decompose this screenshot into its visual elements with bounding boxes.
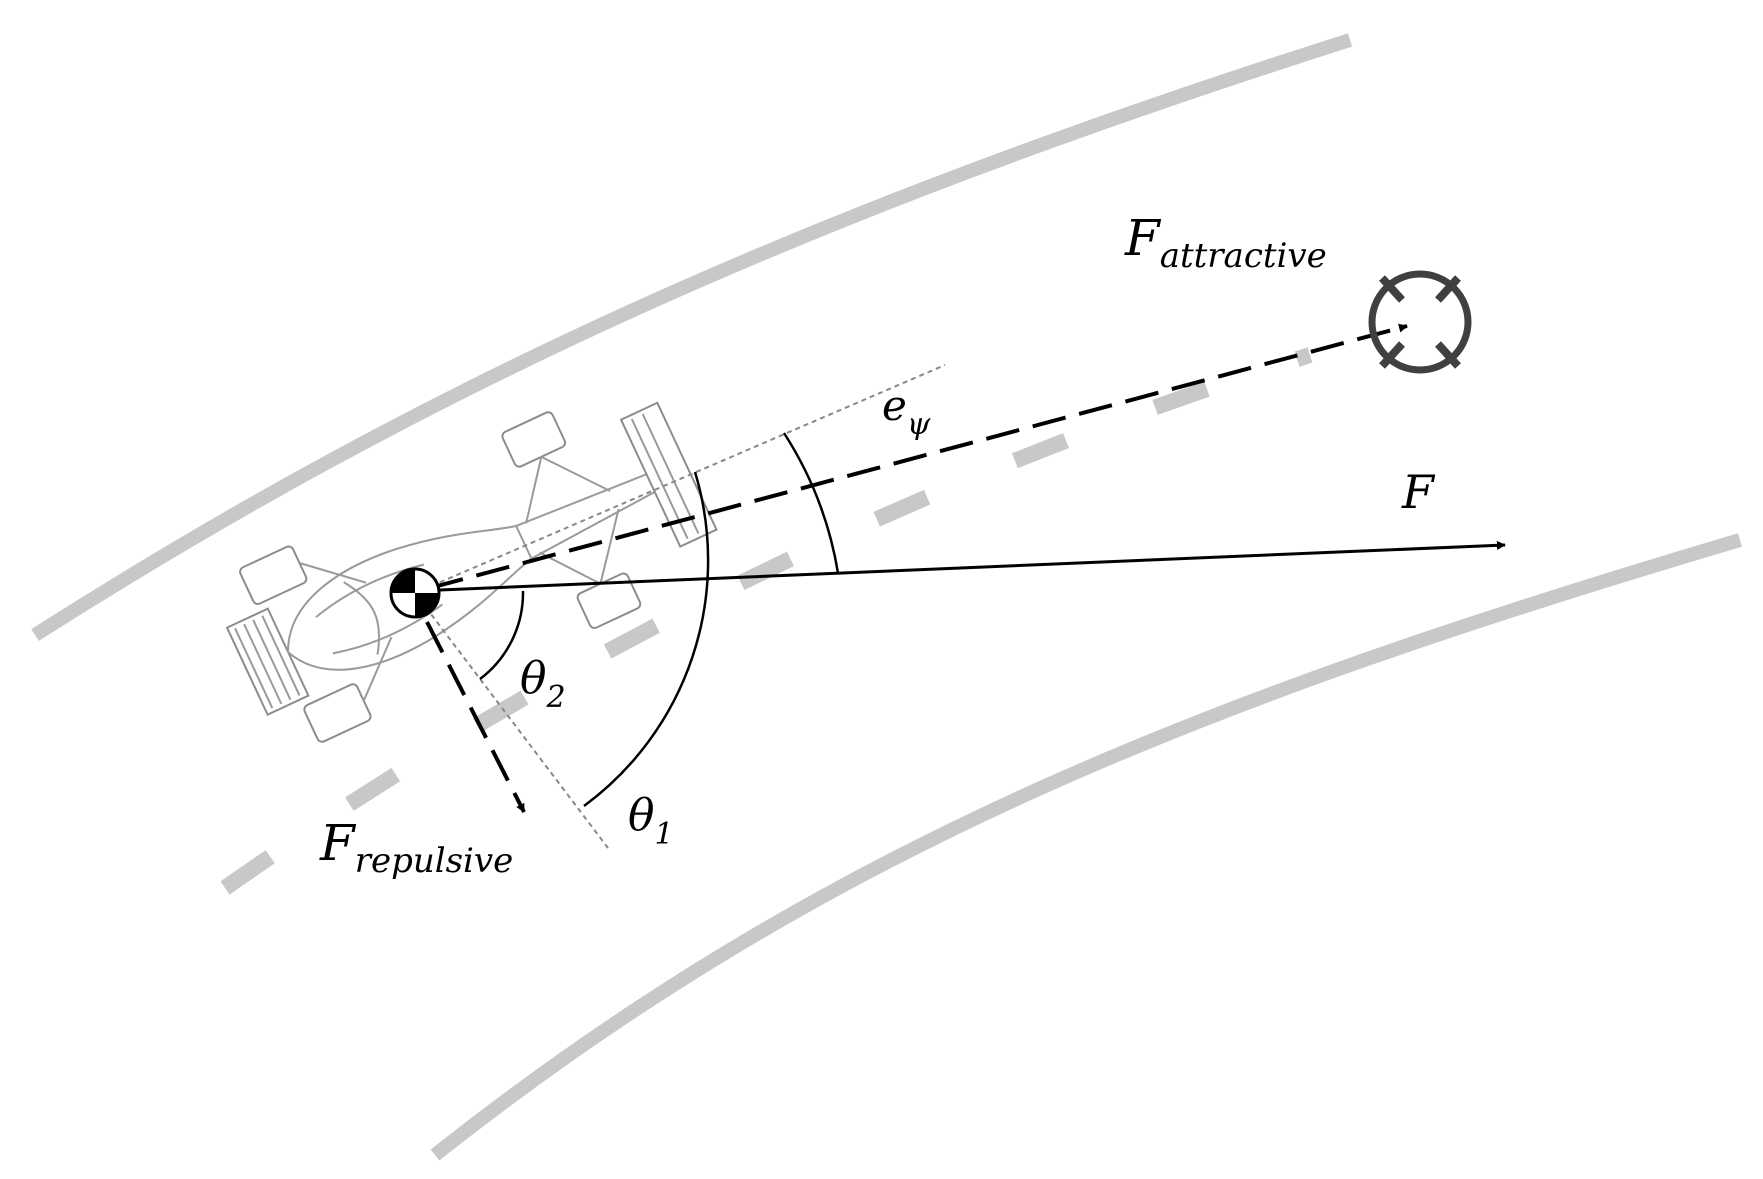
label-attractive: Fattractive	[1124, 209, 1327, 276]
target-icon	[1368, 270, 1472, 374]
heading-line	[414, 364, 946, 594]
race-car	[225, 401, 718, 743]
theta2-arc	[479, 590, 525, 680]
label-heading-error: eψ	[882, 381, 931, 442]
theta1-arc	[583, 471, 710, 808]
track-centerline	[220, 347, 1313, 895]
repulsive-force-vector	[425, 621, 526, 813]
label-repulsive: Frepulsive	[319, 814, 513, 881]
track-outer-edge	[31, 33, 1353, 641]
resultant-force-vector	[439, 540, 1506, 592]
repulsive-reference-line	[414, 592, 609, 849]
center-of-gravity-icon	[389, 567, 441, 619]
attractive-force-vector	[429, 323, 1408, 590]
label-resultant: F	[1401, 465, 1436, 519]
track-inner-edge	[430, 533, 1742, 1161]
heading-error-arc	[782, 432, 840, 574]
label-theta1: θ1	[628, 790, 674, 852]
label-theta2: θ2	[520, 653, 566, 715]
